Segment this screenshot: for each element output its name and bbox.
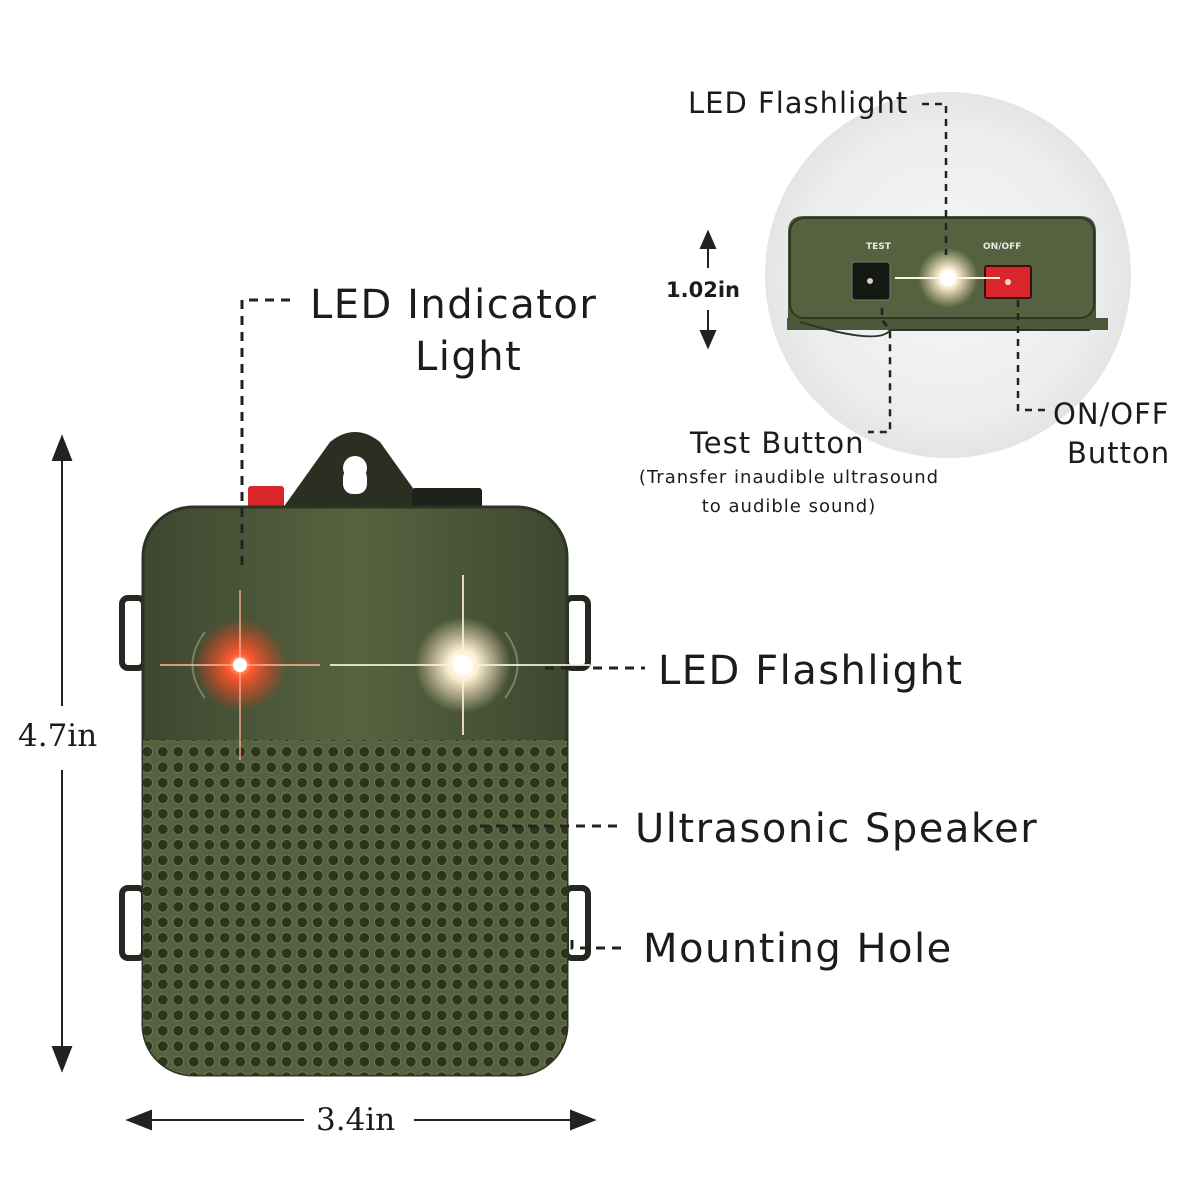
top-red-switch (248, 486, 284, 508)
label-mounting-hole: Mounting Hole (643, 926, 953, 972)
label-test-button-note-line1: (Transfer inaudible ultrasound (638, 467, 940, 488)
inset-detail: TEST ON/OFF (765, 92, 1131, 458)
top-black-switch (412, 488, 482, 508)
mount-bracket-right-top (563, 595, 591, 671)
height-dimension (51, 434, 73, 1073)
inset-switch-test-label: TEST (866, 242, 892, 252)
label-inset-led-flashlight: LED Flashlight (688, 86, 909, 120)
inset-switch-onoff-label: ON/OFF (983, 242, 1021, 252)
speaker-grille (143, 740, 567, 1075)
led-flashlight-glow (330, 575, 590, 735)
width-dimension (125, 1109, 597, 1131)
led-indicator-light (160, 590, 320, 760)
leader-test-button (868, 308, 892, 434)
label-led-indicator-line2: Light (415, 334, 523, 380)
inset-height-dimension (699, 229, 717, 350)
mount-bracket-left-top (119, 595, 147, 671)
leader-onoff-button (1016, 300, 1048, 412)
mount-bracket-left-bottom (119, 885, 147, 961)
label-test-button-note-line2: to audible sound) (701, 496, 877, 517)
label-height: 4.7in (18, 718, 98, 754)
label-width: 3.4in (316, 1102, 396, 1138)
label-test-button: Test Button (690, 426, 865, 460)
label-led-indicator-line1: LED Indicator (310, 282, 598, 328)
label-ultrasonic-speaker: Ultrasonic Speaker (635, 806, 1039, 852)
label-inset-height: 1.02in (666, 278, 740, 302)
leader-led-indicator (240, 298, 290, 570)
label-onoff-line2: Button (1067, 436, 1171, 470)
device-main (119, 432, 591, 1077)
label-onoff-line1: ON/OFF (1053, 397, 1170, 431)
leader-mounting-hole (570, 940, 625, 950)
label-led-flashlight: LED Flashlight (658, 648, 964, 694)
